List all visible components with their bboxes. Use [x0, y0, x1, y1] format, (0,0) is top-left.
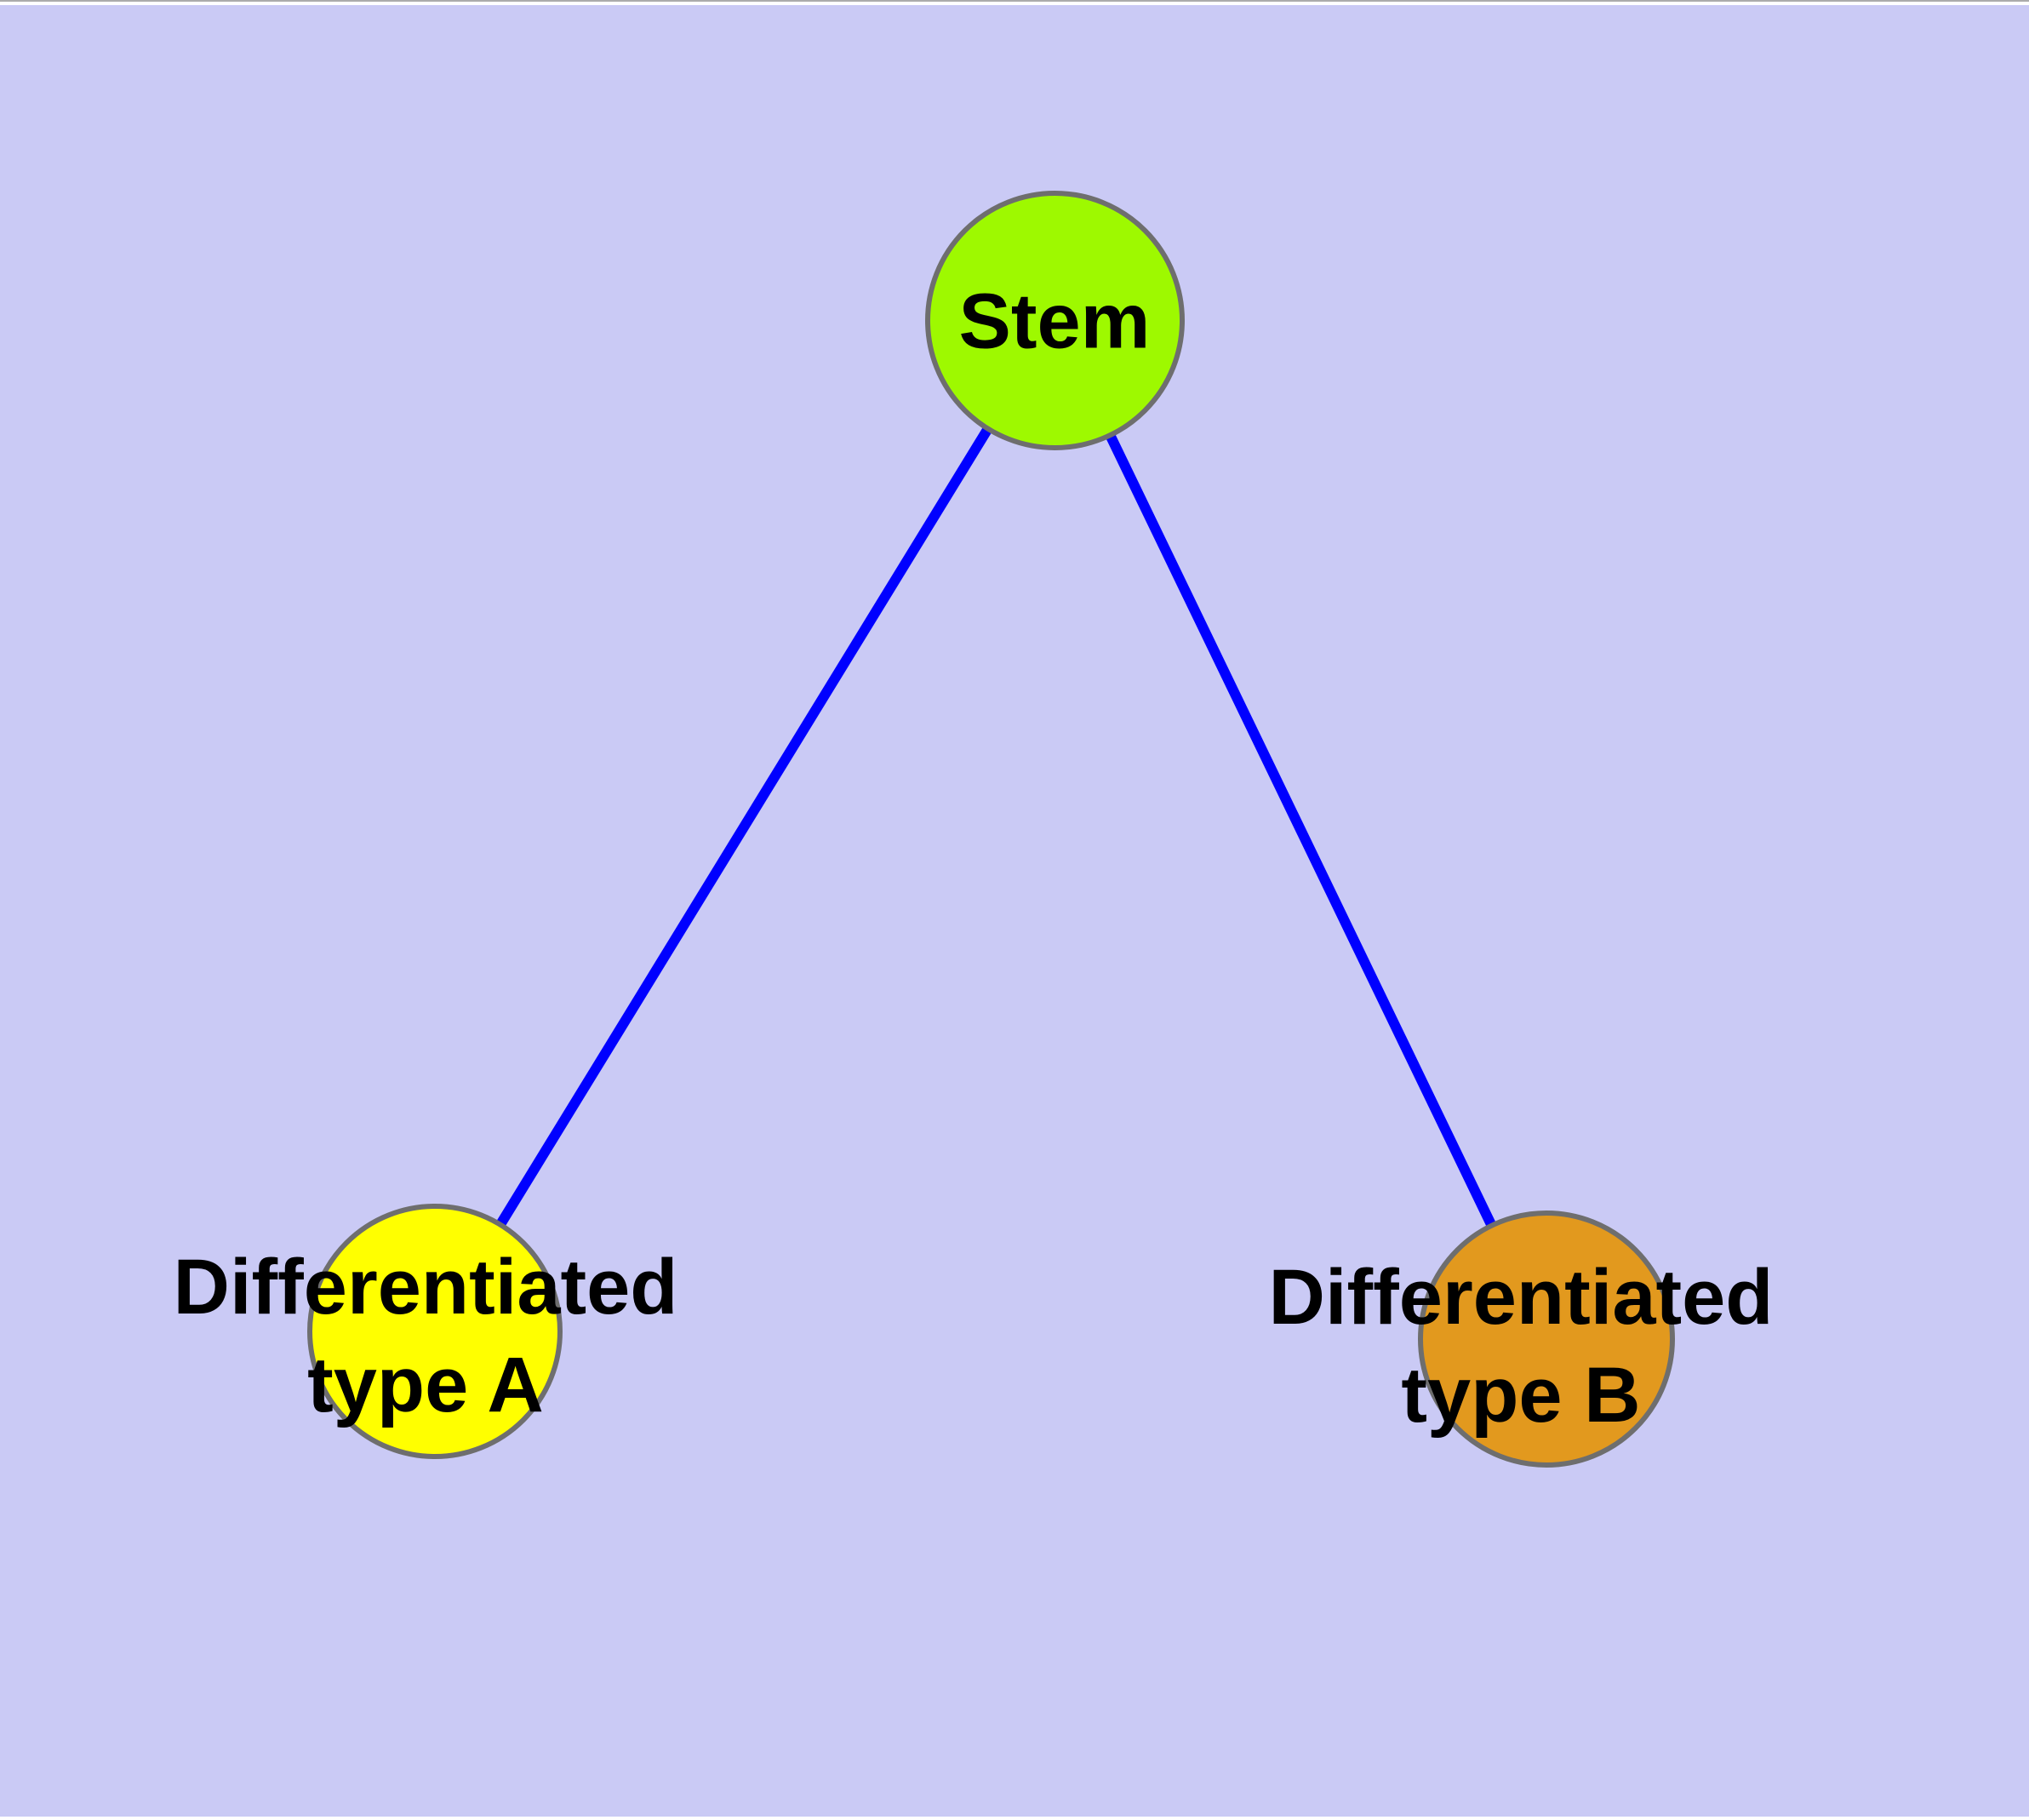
label-line: type B [1401, 1352, 1641, 1439]
bottom-margin [0, 1817, 2029, 1820]
node-stem-label: Stem [959, 273, 1151, 371]
node-differentiated-type-b[interactable] [1418, 1210, 1675, 1468]
label-line: Differentiated [173, 1244, 678, 1331]
edge-stem-to-type-b [1049, 318, 1552, 1342]
edge-stem-to-type-a [430, 317, 1060, 1335]
node-differentiated-type-a[interactable] [307, 1204, 563, 1459]
top-margin [0, 0, 2029, 5]
node-differentiated-type-b-label: Differentiated type B [1269, 1249, 1774, 1445]
node-stem[interactable] [924, 190, 1185, 450]
node-differentiated-type-a-label: Differentiated type A [174, 1239, 678, 1434]
label-line: type A [307, 1342, 544, 1428]
label-line: Stem [958, 278, 1151, 365]
label-line: Differentiated [1268, 1254, 1774, 1341]
